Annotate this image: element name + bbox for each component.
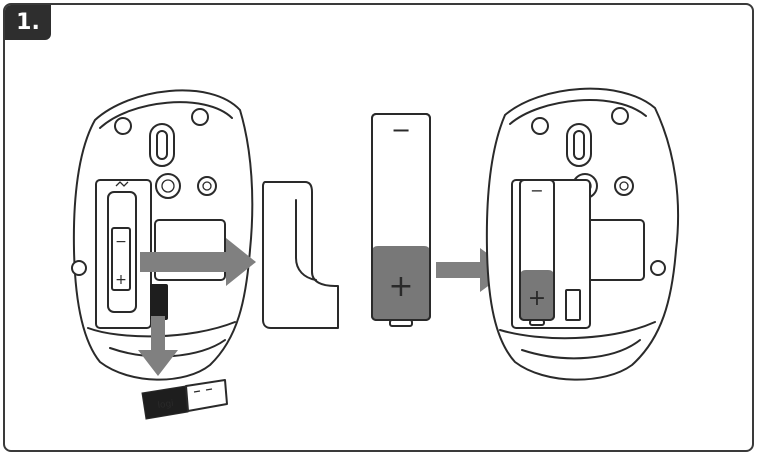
- battery-positive-label-left: +: [115, 272, 127, 288]
- battery-negative-label-left: −: [115, 234, 127, 250]
- receiver-logo-text: logi: [157, 399, 174, 411]
- battery-negative-sign: −: [391, 116, 411, 144]
- aa-battery-icon: − +: [371, 113, 431, 327]
- step-number-badge: 1.: [5, 5, 51, 40]
- arrow-right-icon: [140, 238, 256, 286]
- arrow-down-icon: [138, 316, 178, 376]
- battery-compartment-left: − +: [95, 179, 152, 329]
- battery-positive-label-right: +: [528, 286, 546, 311]
- battery-compartment-right: − +: [511, 179, 591, 329]
- usb-receiver-icon: logi: [141, 379, 228, 420]
- receiver-slot: [150, 284, 168, 320]
- battery-positive-sign: +: [388, 269, 413, 304]
- battery-negative-label-right: −: [530, 181, 543, 200]
- battery-cover-icon: [262, 181, 339, 329]
